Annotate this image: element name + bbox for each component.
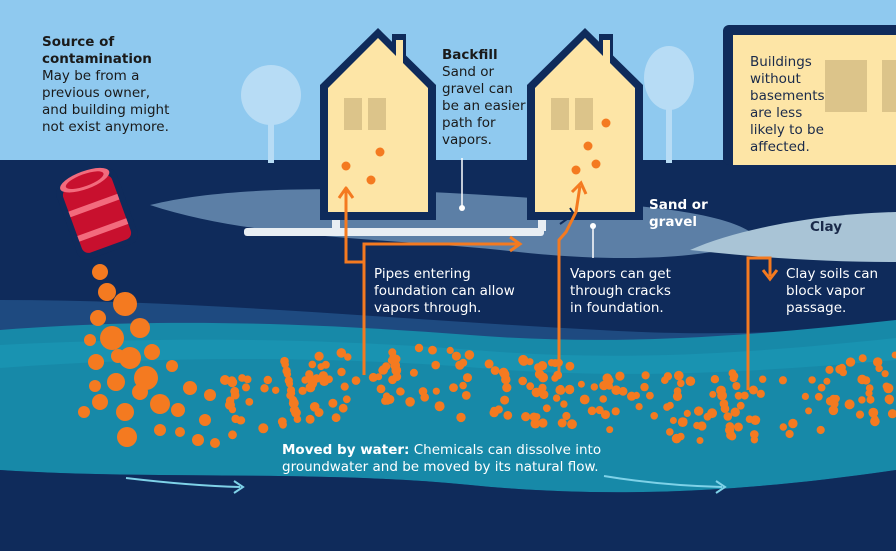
building-no-basement <box>723 25 896 165</box>
water-body: Chemicals can dissolve into groundwater … <box>282 442 602 475</box>
window <box>825 60 867 112</box>
tipped-barrel-icon <box>56 167 138 260</box>
sand-gravel-label: Sand or gravel <box>649 197 708 230</box>
contamination-plume <box>78 264 896 448</box>
source-title: Source of contamination <box>42 34 152 67</box>
house-icon <box>527 28 643 220</box>
arrow-icon <box>603 475 727 494</box>
tree-icon <box>241 65 301 163</box>
cracks-label: Vapors can get through cracks in foundat… <box>570 266 671 316</box>
arrow-icon <box>337 186 366 375</box>
no-basement-label: Buildings without basements are less lik… <box>750 54 825 155</box>
arrow-icon <box>125 477 245 494</box>
window <box>551 98 569 130</box>
arrow-icon <box>557 180 588 372</box>
source-body: May be from a previous owner, and buildi… <box>42 68 170 135</box>
arrow-icon <box>746 256 779 390</box>
source-label: Source of contamination May be from a pr… <box>42 34 172 136</box>
cracks-pointer-dot <box>590 223 596 229</box>
house-icon <box>320 28 436 220</box>
pipe-riser <box>332 215 340 231</box>
clay-layer <box>690 212 896 262</box>
clay-soils-label: Clay soils can block vapor passage. <box>786 266 879 316</box>
tree-icon <box>644 46 694 163</box>
pipe <box>244 228 544 236</box>
window <box>882 60 896 112</box>
backfill-pointer-dot <box>459 205 465 211</box>
pipes-label: Pipes entering foundation can allow vapo… <box>374 266 515 316</box>
window <box>575 98 593 130</box>
deep-soil-layer <box>0 470 896 551</box>
pipe-riser <box>538 215 546 231</box>
vapor-dots-house <box>341 118 611 185</box>
water-label: Moved by water: Chemicals can dissolve i… <box>282 442 622 476</box>
window <box>344 98 362 130</box>
backfill-label: Backfill Sand or gravel can be an easier… <box>442 47 532 149</box>
groundwater-highlight <box>0 338 896 374</box>
window <box>368 98 386 130</box>
clay-label: Clay <box>810 219 843 235</box>
water-title: Moved by water: <box>282 442 410 458</box>
backfill-body: Sand or gravel can be an easier path for… <box>442 64 526 148</box>
arrow-icon <box>362 235 523 262</box>
backfill-title: Backfill <box>442 47 498 63</box>
